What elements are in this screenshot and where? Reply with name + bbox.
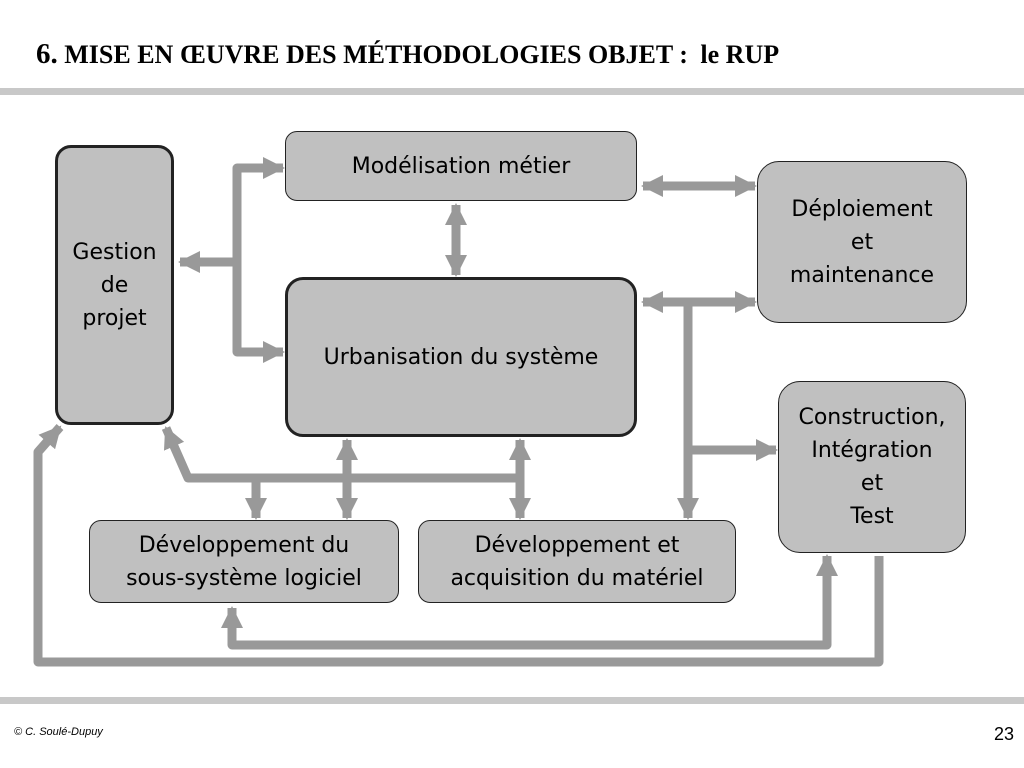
arrow-branch-urbanisation (232, 262, 285, 363)
copyright-footer: © C. Soulé-Dupuy (14, 726, 103, 738)
box-deploiement-maintenance: Déploiement et maintenance (757, 161, 967, 323)
label-modelisation-metier: Modélisation métier (351, 153, 571, 179)
label-construction-integration-test: Construction, Intégration et Test (798, 405, 946, 529)
label-developpement-materiel: Développement et acquisition du matériel (450, 532, 704, 591)
box-gestion-projet: Gestion de projet (55, 145, 174, 425)
bottom-rule (0, 697, 1024, 704)
box-modelisation-metier: Modélisation métier (285, 131, 637, 201)
top-rule (0, 88, 1024, 95)
box-developpement-logiciel: Développement du sous-système logiciel (89, 520, 399, 603)
label-deploiement-maintenance: Déploiement et maintenance (789, 196, 935, 288)
title-main: MISE EN ŒUVRE DES MÉTHODOLOGIES OBJET : (64, 40, 688, 69)
slide-title: 6. MISE EN ŒUVRE DES MÉTHODOLOGIES OBJET… (36, 38, 779, 71)
label-gestion-projet: Gestion de projet (72, 239, 157, 331)
arrow-loop-construction-gestion (33, 424, 884, 667)
box-developpement-materiel: Développement et acquisition du matériel (418, 520, 736, 603)
label-urbanisation-systeme: Urbanisation du système (323, 344, 599, 370)
page-number: 23 (993, 724, 1014, 744)
title-sub: le RUP (700, 40, 780, 69)
label-developpement-logiciel: Développement du sous-système logiciel (126, 532, 362, 591)
arrow-loop-logiciel-construction (221, 554, 838, 650)
title-number: 6. (36, 38, 58, 70)
arrow-branch-modelisation (232, 157, 285, 350)
box-urbanisation-systeme: Urbanisation du système (285, 277, 637, 437)
box-construction-integration-test: Construction, Intégration et Test (778, 381, 966, 553)
arrow-bus-gestion (161, 426, 520, 483)
